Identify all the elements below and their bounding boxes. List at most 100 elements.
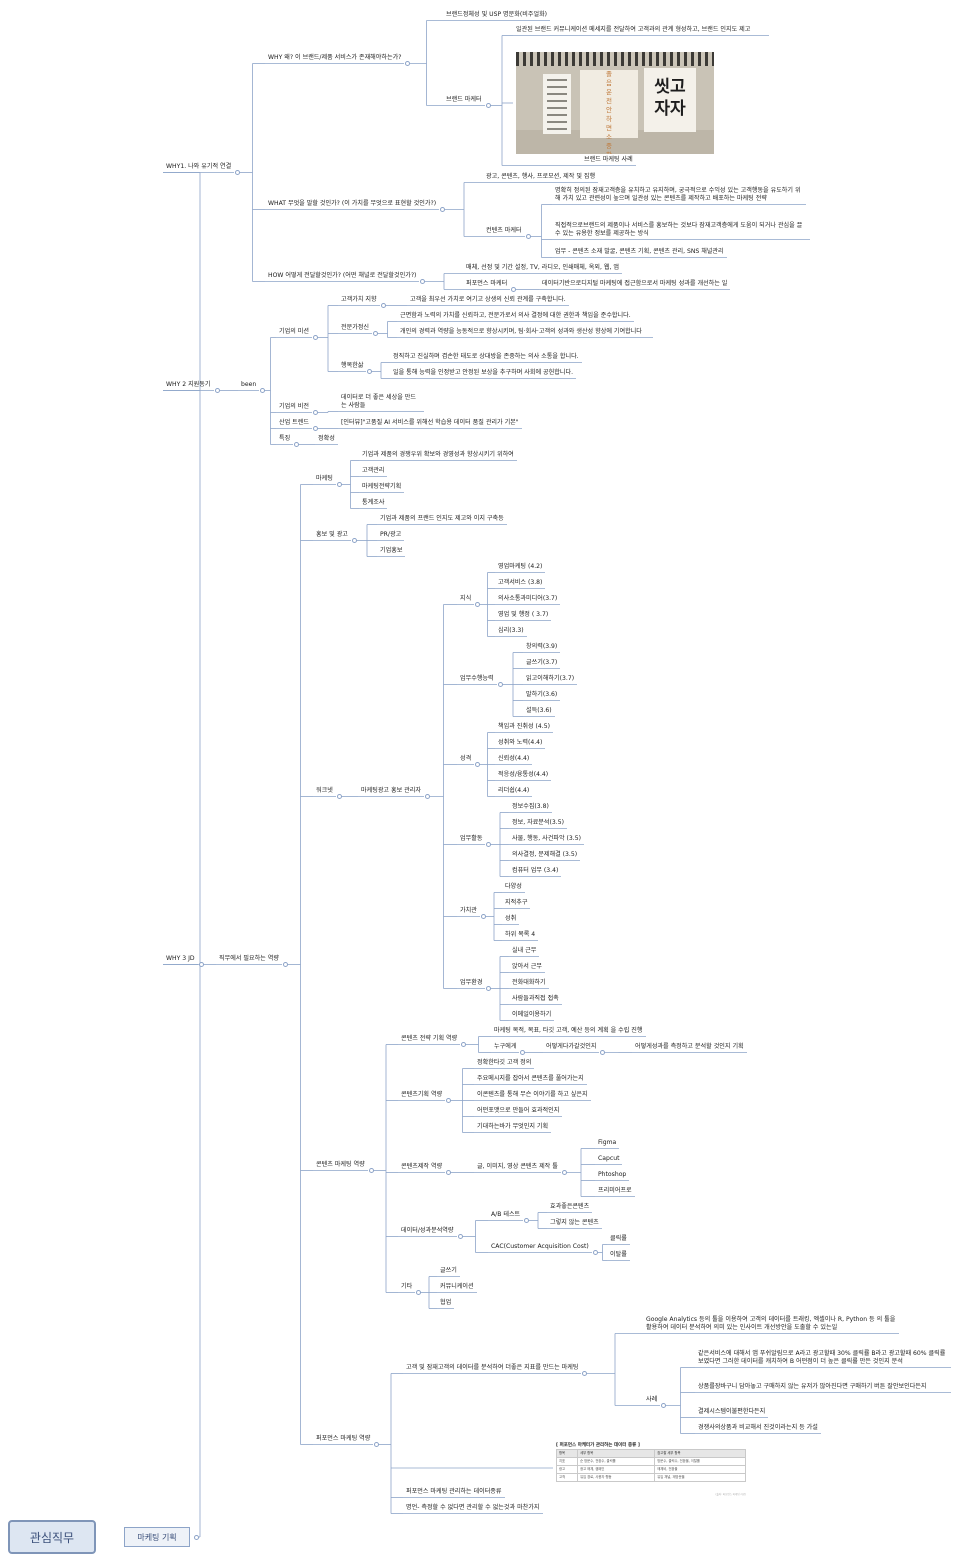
collapse-toggle-icon[interactable]: [419, 279, 425, 284]
node-t1[interactable]: Figma: [598, 1139, 617, 1146]
node-pr2[interactable]: 기업홍보: [380, 547, 403, 554]
node-adv[interactable]: 광고, 콘텐츠, 행사, 프로모션, 제작 및 집행: [486, 173, 596, 180]
collapse-toggle-icon[interactable]: [561, 1170, 567, 1175]
node-cp4[interactable]: 어떤포맷으로 만들어 효과적인지: [477, 1107, 560, 1114]
collapse-toggle-icon[interactable]: [460, 1042, 466, 1047]
collapse-toggle-icon[interactable]: [480, 914, 486, 919]
collapse-toggle-icon[interactable]: [445, 1098, 451, 1103]
collapse-toggle-icon[interactable]: [234, 170, 240, 175]
node-a3[interactable]: 사물, 행동, 사건파악 (3.5): [512, 835, 581, 842]
node-vl2[interactable]: 지적추구: [505, 899, 528, 906]
collapse-toggle-icon[interactable]: [445, 1170, 451, 1175]
node-etc2[interactable]: 커뮤니케이션: [440, 1283, 474, 1290]
node-mk[interactable]: 마케팅: [316, 475, 333, 482]
node-ex2[interactable]: 상품를장바구니 담아놓고 구매하지 않는 유저가 많아진다면 구매하기 버튼 잘…: [698, 1383, 927, 1390]
node-wnd[interactable]: 마케팅광고 홍보 관리자: [361, 787, 421, 794]
node-e5[interactable]: 이메일이용하기: [512, 1011, 552, 1018]
node-ex3[interactable]: 결제시스템이불편한다든지: [698, 1408, 766, 1415]
node-p5[interactable]: 리더쉽(4.4): [498, 787, 530, 794]
node-why3a[interactable]: 직무에서 필요하는 역량: [219, 955, 279, 962]
node-bi[interactable]: 브랜드정체성 및 USP 명문화(비주얼화): [446, 11, 548, 18]
node-pr[interactable]: 홍보 및 광고: [316, 531, 348, 538]
node-med[interactable]: 매체, 선정 및 기간 설정, TV, 라디오, 인쇄매체, 옥외, 웹, 앱: [466, 264, 619, 271]
collapse-toggle-icon[interactable]: [336, 794, 342, 799]
main-topic-node[interactable]: 마케팅 기획: [124, 1527, 190, 1547]
node-cac1[interactable]: 클릭률: [610, 1235, 627, 1242]
node-etc[interactable]: 기타: [401, 1283, 413, 1290]
node-ft[interactable]: 특징: [279, 435, 291, 442]
node-cac2[interactable]: 이탈률: [610, 1251, 627, 1258]
collapse-toggle-icon[interactable]: [519, 1050, 525, 1055]
node-cc1[interactable]: 글, 이미지, 영상 콘텐츠 제작 툴: [477, 1163, 558, 1170]
node-a2[interactable]: 정보, 자료분석(3.5): [512, 819, 564, 826]
node-pr0[interactable]: 기업과 제품의 프랜드 인지도 제고와 이지 구축등: [380, 515, 504, 522]
node-vl4[interactable]: 하위 목록 4: [505, 931, 536, 938]
node-mk2[interactable]: 마케팅전략기획: [362, 483, 402, 490]
node-v2b[interactable]: 개인의 경력과 역량을 능동적으로 향상시키며, 팀·회사·고객의 성과와 생산…: [400, 328, 642, 335]
collapse-toggle-icon[interactable]: [336, 482, 342, 487]
collapse-toggle-icon[interactable]: [380, 303, 386, 308]
node-cm3[interactable]: 업무 - 콘텐츠 소재 발굴, 콘텐츠 기획, 콘텐츠 관리, SNS 채널관리: [555, 248, 724, 255]
collapse-toggle-icon[interactable]: [293, 442, 299, 447]
node-why1c[interactable]: HOW 어떻게 전달할것인가? (어떤 채널로 전달할것인가?): [268, 272, 417, 279]
node-trd[interactable]: [인터뷰]"고품질 AI 서비스를 위해선 학습용 데이터 품질 관리가 기본": [341, 419, 519, 426]
node-ex1[interactable]: 같은서비스에 대해서 앱 푸쉬알림으로 A라고 광고할때 30% 클릭률 B라고…: [698, 1350, 946, 1365]
collapse-toggle-icon[interactable]: [368, 1168, 374, 1173]
collapse-toggle-icon[interactable]: [525, 234, 531, 239]
collapse-toggle-icon[interactable]: [312, 335, 318, 340]
node-e3[interactable]: 전화대화하기: [512, 979, 546, 986]
node-k4[interactable]: 영업 및 행정 ( 3.7): [498, 611, 549, 618]
node-e1[interactable]: 실내 근무: [512, 947, 537, 954]
node-pr1[interactable]: PR/광고: [380, 531, 402, 538]
node-vis[interactable]: 기업의 비전: [279, 403, 309, 410]
node-ct[interactable]: 콘텐츠 마케팅 역량: [316, 1161, 365, 1168]
node-why1[interactable]: WHY1. 나와 유기적 연결: [166, 163, 232, 170]
node-cs1[interactable]: 마케팅 목적, 목표, 타깃 고객, 예산 등의 계획 을 수립 진행: [494, 1027, 643, 1034]
node-tr[interactable]: 산업 트렌드: [279, 419, 309, 426]
node-v2a[interactable]: 근면함과 노력의 가치를 신뢰하고, 전문가로서 의사 결정에 대한 권한과 책…: [400, 312, 631, 319]
node-cs3[interactable]: 어떻게다가갈것인지: [546, 1043, 597, 1050]
collapse-toggle-icon[interactable]: [485, 103, 491, 108]
node-p4[interactable]: 적응성/융통성(4.4): [498, 771, 549, 778]
node-t4[interactable]: 프리미어프로: [598, 1187, 632, 1194]
node-k5[interactable]: 심리(3.3): [498, 627, 524, 634]
collapse-toggle-icon[interactable]: [424, 794, 430, 799]
collapse-toggle-icon[interactable]: [457, 1234, 463, 1239]
node-v3b[interactable]: 일을 통해 능력을 인정받고 안정된 보상을 추구하며 사회에 공헌합니다.: [393, 369, 574, 376]
node-cc[interactable]: 콘텐츠제작 역량: [401, 1163, 443, 1170]
node-bmd[interactable]: 일관된 브랜드 커뮤니케이션 메세지를 전달하여 고객과의 관계 형성하고, 브…: [516, 26, 751, 33]
collapse-toggle-icon[interactable]: [485, 842, 491, 847]
collapse-toggle-icon[interactable]: [581, 1371, 587, 1376]
node-ab[interactable]: A/B 테스트: [491, 1211, 521, 1218]
node-ga[interactable]: Google Analytics 등의 툴을 이용하여 고객의 데이터를 트래킹…: [646, 1316, 896, 1331]
node-k3[interactable]: 의사소통과미디어(3.7): [498, 595, 558, 602]
node-cp[interactable]: 콘텐츠기획 역량: [401, 1091, 443, 1098]
node-j1[interactable]: 창의력(3.9): [526, 643, 558, 650]
node-a1[interactable]: 정보수집(3.8): [512, 803, 549, 810]
node-pf1[interactable]: 고객 및 잠재고객의 데이터를 분석하여 더좋은 지표를 만드는 마케팅: [406, 1364, 579, 1371]
collapse-toggle-icon[interactable]: [198, 962, 204, 967]
node-a[interactable]: 업무활동: [460, 835, 483, 842]
collapse-toggle-icon[interactable]: [404, 61, 410, 66]
node-why3[interactable]: WHY 3 JD: [166, 955, 195, 962]
collapse-toggle-icon[interactable]: [592, 1250, 598, 1255]
collapse-toggle-icon[interactable]: [193, 1534, 199, 1540]
node-a5[interactable]: 컴퓨터 업무 (3.4): [512, 867, 559, 874]
node-p3[interactable]: 신뢰성(4.4): [498, 755, 530, 762]
node-ex[interactable]: 사례: [646, 1396, 658, 1403]
node-cp1[interactable]: 정확한타깃 고객 정의: [477, 1059, 532, 1066]
collapse-toggle-icon[interactable]: [439, 207, 445, 212]
node-why2[interactable]: WHY 2 지원동기: [166, 381, 211, 388]
node-mk0[interactable]: 기업과 제품의 경쟁우위 확보와 경영성과 향상시키기 위하여: [362, 451, 514, 458]
node-v3a[interactable]: 정직하고 진실하며 겸손한 태도로 상대방을 존중하는 의사 소통을 합니다.: [393, 353, 579, 360]
node-mk3[interactable]: 통계조사: [362, 499, 385, 506]
node-v1[interactable]: 고객가치 지향: [341, 296, 377, 303]
node-cp2[interactable]: 주요메시지를 잡아서 콘텐츠를 풀어가는지: [477, 1075, 584, 1082]
node-j[interactable]: 업무수행능력: [460, 675, 494, 682]
node-pm[interactable]: 퍼포먼스 마케터: [466, 280, 508, 287]
node-visd[interactable]: 데이터로 더 좋은 세상을 만드는 사람들: [341, 394, 417, 409]
node-ex4[interactable]: 경쟁사의상품과 비교해서 진것이라는지 등 가설: [698, 1424, 818, 1431]
collapse-toggle-icon[interactable]: [474, 602, 480, 607]
node-p2[interactable]: 성취와 노력(4.4): [498, 739, 543, 746]
node-e2[interactable]: 앉아서 근무: [512, 963, 542, 970]
